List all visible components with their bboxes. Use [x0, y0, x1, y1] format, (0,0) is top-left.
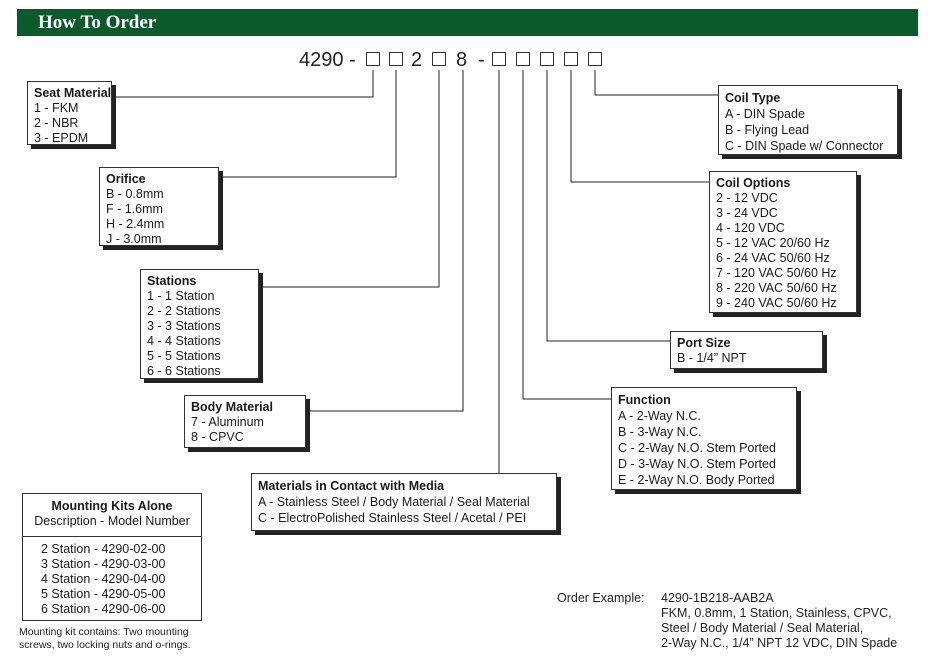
coil-options-option: 4 - 120 VDC [716, 221, 785, 235]
function-option: C - 2-Way N.O. Stem Ported [618, 441, 776, 455]
coil-options-option: 6 - 24 VAC 50/60 Hz [716, 251, 830, 265]
mounting-kits-subtitle: Description - Model Number [34, 514, 190, 528]
part-prefix: 4290 - [299, 49, 356, 71]
line-seat-material [112, 70, 374, 98]
coil-options-title: Coil Options [716, 176, 791, 190]
slot-stations [432, 52, 446, 66]
materials-contact-option: A - Stainless Steel / Body Material / Se… [258, 495, 530, 509]
function-option: A - 2-Way N.C. [618, 409, 701, 423]
materials-contact-box: Materials in Contact with Media A - Stai… [251, 473, 557, 531]
coil-type-option: B - Flying Lead [725, 123, 810, 137]
slot-port-size [540, 52, 554, 66]
slot-coil-type [588, 52, 602, 66]
stations-option: 1 - 1 Station [147, 289, 215, 303]
line-stations [259, 70, 440, 288]
orifice-option: H - 2.4mm [106, 217, 165, 231]
coil-options-option: 8 - 220 VAC 50/60 Hz [716, 281, 837, 295]
line-coil-options [570, 70, 709, 183]
seat-material-title: Seat Material [34, 86, 112, 100]
coil-options-option: 7 - 120 VAC 50/60 Hz [716, 266, 837, 280]
stations-box: Stations 1 - 1 Station 2 - 2 Stations 3 … [140, 269, 259, 379]
port-size-option: B - 1/4” NPT [677, 351, 747, 365]
body-material-title: Body Material [191, 400, 273, 414]
coil-type-box: Coil Type A - DIN Spade B - Flying Lead … [718, 85, 898, 155]
orifice-option: J - 3.0mm [106, 232, 162, 246]
function-option: E - 2-Way N.O. Body Ported [618, 473, 775, 487]
order-example-line: Steel / Body Material / Seal Material, [661, 621, 864, 635]
seat-material-box: Seat Material 1 - FKM 2 - NBR 3 - EPDM [27, 81, 112, 145]
line-coil-type [594, 70, 718, 96]
mounting-kits-table: Mounting Kits Alone Description - Model … [22, 493, 202, 621]
line-port-size [546, 70, 673, 342]
coil-options-option: 9 - 240 VAC 50/60 Hz [716, 296, 837, 310]
stations-title: Stations [147, 274, 197, 288]
function-title: Function [618, 393, 671, 407]
mounting-kit-note-line: screws, two locking nuts and o-rings. [19, 639, 191, 651]
mounting-kit-row: 5 Station - 4290-05-00 [41, 587, 166, 601]
mounting-kits-body: 2 Station - 4290-02-00 3 Station - 4290-… [23, 537, 201, 617]
stations-option: 6 - 6 Stations [147, 364, 221, 378]
port-size-title: Port Size [677, 336, 731, 350]
seat-material-option: 2 - NBR [34, 116, 79, 130]
order-example-value: 4290-1B218-AAB2A FKM, 0.8mm, 1 Station, … [661, 591, 897, 651]
slot-coil-options [564, 52, 578, 66]
orifice-title: Orifice [106, 172, 146, 186]
materials-contact-title: Materials in Contact with Media [258, 479, 445, 493]
coil-options-box: Coil Options 2 - 12 VDC 3 - 24 VDC 4 - 1… [709, 171, 857, 313]
part-digit-2: 2 [411, 49, 423, 71]
section-header: How To Order [17, 9, 918, 36]
orifice-box: Orifice B - 0.8mm F - 1.6mm H - 2.4mm J … [99, 167, 219, 246]
function-option: B - 3-Way N.C. [618, 425, 702, 439]
mounting-kit-row: 4 Station - 4290-04-00 [41, 572, 166, 586]
stations-option: 5 - 5 Stations [147, 349, 221, 363]
port-size-box: Port Size B - 1/4” NPT [670, 331, 823, 369]
materials-contact-option: C - ElectroPolished Stainless Steel / Ac… [258, 511, 527, 525]
body-material-option: 8 - CPVC [191, 430, 244, 444]
seat-material-option: 1 - FKM [34, 101, 79, 115]
body-material-option: 7 - Aluminum [191, 415, 264, 429]
function-option: D - 3-Way N.O. Stem Ported [618, 457, 776, 471]
mounting-kit-note: Mounting kit contains: Two mounting scre… [19, 626, 191, 652]
mounting-kit-row: 2 Station - 4290-02-00 [41, 542, 166, 556]
slot-materials-contact [492, 52, 506, 66]
coil-options-option: 3 - 24 VDC [716, 206, 778, 220]
slot-function [516, 52, 530, 66]
mounting-kits-header: Mounting Kits Alone Description - Model … [23, 494, 201, 537]
stations-option: 4 - 4 Stations [147, 334, 221, 348]
mounting-kit-note-line: Mounting kit contains: Two mounting [19, 626, 189, 638]
order-example-label: Order Example: [557, 591, 645, 605]
part-dash: - [478, 49, 485, 71]
slot-seat-material [366, 52, 380, 66]
coil-options-option: 5 - 12 VAC 20/60 Hz [716, 236, 830, 250]
coil-type-option: C - DIN Spade w/ Connector [725, 139, 884, 153]
coil-type-title: Coil Type [725, 91, 781, 105]
slot-orifice [389, 52, 403, 66]
mounting-kit-row: 6 Station - 4290-06-00 [41, 602, 166, 616]
function-box: Function A - 2-Way N.C. B - 3-Way N.C. C… [611, 387, 797, 490]
body-material-box: Body Material 7 - Aluminum 8 - CPVC [184, 395, 306, 448]
order-example-line: 2-Way N.C., 1/4” NPT 12 VDC, DIN Spade [661, 636, 898, 650]
line-orifice [219, 70, 397, 178]
stations-option: 3 - 3 Stations [147, 319, 221, 333]
order-example-line: FKM, 0.8mm, 1 Station, Stainless, CPVC, [661, 606, 892, 620]
orifice-option: F - 1.6mm [106, 202, 163, 216]
orifice-option: B - 0.8mm [106, 187, 164, 201]
coil-options-option: 2 - 12 VDC [716, 191, 778, 205]
part-digit-8: 8 [456, 49, 468, 71]
line-body-material [306, 70, 464, 412]
order-example-line: 4290-1B218-AAB2A [661, 591, 774, 605]
line-function [522, 70, 611, 400]
mounting-kit-row: 3 Station - 4290-03-00 [41, 557, 166, 571]
coil-type-option: A - DIN Spade [725, 107, 805, 121]
seat-material-option: 3 - EPDM [34, 131, 89, 145]
stations-option: 2 - 2 Stations [147, 304, 221, 318]
mounting-kits-title: Mounting Kits Alone [51, 499, 173, 513]
